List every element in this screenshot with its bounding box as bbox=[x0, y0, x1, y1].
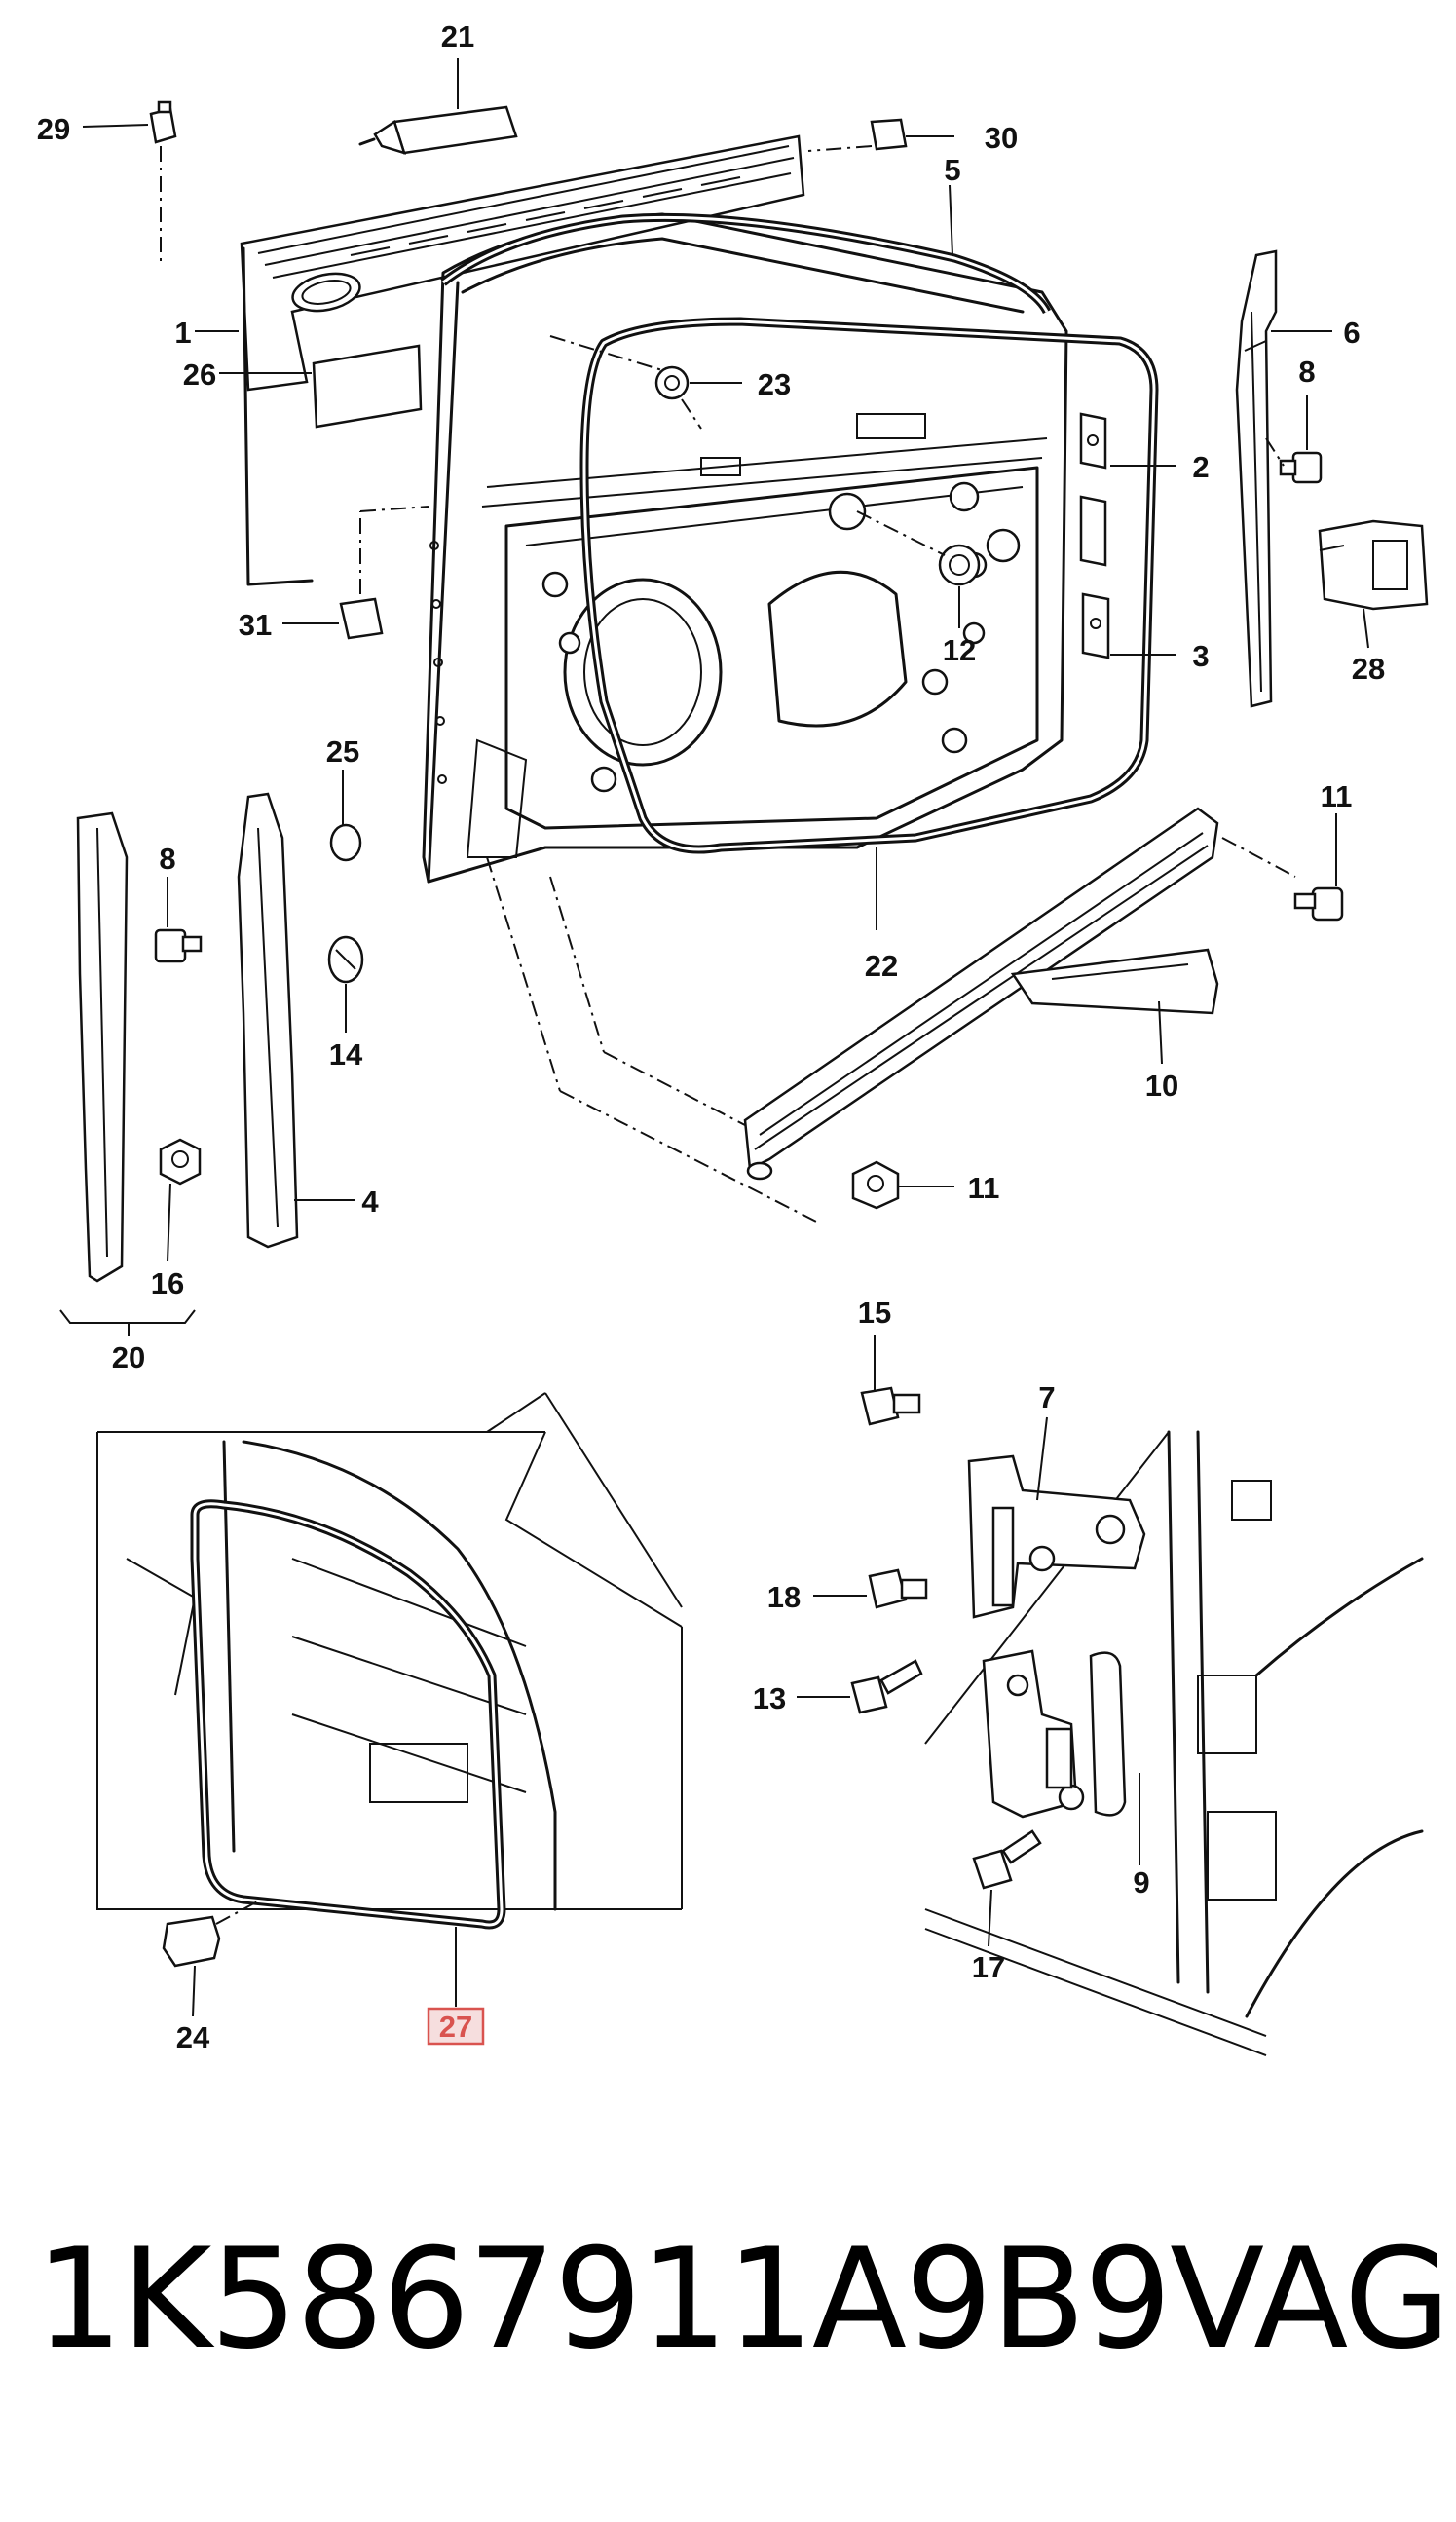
callout-28: 28 bbox=[1352, 652, 1385, 686]
callout-11: 11 bbox=[968, 1171, 1000, 1205]
part-number: 1K5867911A9B9 bbox=[35, 2218, 1172, 2380]
part-footer: 1K5867911A9B9 VAG bbox=[35, 2219, 1451, 2380]
part-11-nut bbox=[851, 1160, 900, 1210]
callout-15: 14 bbox=[329, 1037, 363, 1072]
part-7-upper-hinge bbox=[967, 1454, 1146, 1619]
body-pillar bbox=[924, 1430, 1424, 2056]
part-8-bolt bbox=[1279, 451, 1323, 484]
part-9-lower-hinge bbox=[982, 1649, 1127, 1819]
part-18-bolt bbox=[972, 1829, 1042, 1890]
part-27-opening-seal bbox=[190, 1499, 506, 1930]
part-25-plug bbox=[329, 823, 362, 862]
part-14-bolt bbox=[850, 1659, 923, 1714]
callout-18: 17 bbox=[972, 1950, 1005, 1984]
callout-23: 23 bbox=[758, 367, 791, 401]
part-29-clip bbox=[149, 100, 177, 144]
part-17-nut bbox=[159, 1138, 202, 1186]
callout-8-right: 8 bbox=[1298, 355, 1315, 389]
part-21-sealant-tube bbox=[358, 105, 518, 155]
part-10-window-regulator bbox=[743, 807, 1219, 1181]
callout-6: 6 bbox=[1343, 316, 1360, 350]
callout-12: 11 bbox=[1321, 779, 1353, 813]
callout-25: 25 bbox=[326, 734, 359, 769]
part-24-plug bbox=[162, 1915, 221, 1968]
callout-20: 20 bbox=[112, 1340, 145, 1374]
brand-name: VAG bbox=[1170, 2218, 1451, 2380]
callout-9: 9 bbox=[1133, 1865, 1149, 1900]
part-8-bolt-left bbox=[154, 928, 203, 963]
callout-21: 21 bbox=[441, 19, 474, 54]
part-15-grommet bbox=[327, 935, 364, 984]
callout-5: 5 bbox=[944, 153, 960, 187]
callout-7: 7 bbox=[1038, 1380, 1055, 1414]
callout-17: 16 bbox=[151, 1266, 184, 1300]
part-26-label bbox=[312, 344, 423, 429]
callout-1: 1 bbox=[174, 316, 191, 350]
callout-4: 4 bbox=[361, 1185, 379, 1219]
callout-19: 18 bbox=[767, 1580, 801, 1614]
part-20-strip bbox=[76, 811, 129, 1283]
part-16-bolt bbox=[860, 1386, 921, 1426]
callout-31: 31 bbox=[239, 608, 272, 642]
callout-13: 12 bbox=[943, 633, 976, 667]
callout-3: 3 bbox=[1192, 639, 1209, 673]
part-28-bracket bbox=[1318, 519, 1429, 611]
body-door-opening bbox=[96, 1392, 683, 1911]
part-1-door-trim-panel bbox=[240, 134, 805, 586]
part-3-plate bbox=[1081, 592, 1110, 659]
callout-24: 24 bbox=[176, 2020, 210, 2054]
part-31-clip bbox=[339, 597, 384, 640]
callout-27: 27 bbox=[439, 2010, 472, 2044]
callout-29: 29 bbox=[37, 112, 70, 146]
callout-14: 13 bbox=[753, 1681, 786, 1715]
part-2-plate bbox=[1079, 412, 1107, 470]
callout-26: 26 bbox=[183, 358, 216, 392]
part-4-strip bbox=[237, 792, 299, 1249]
part-13-plug bbox=[938, 544, 981, 586]
callout-22: 22 bbox=[865, 949, 898, 983]
callout-8-left: 8 bbox=[159, 842, 175, 876]
part-23-grommet bbox=[654, 365, 690, 400]
callout-27-highlight-box bbox=[427, 2007, 485, 2046]
part-19-bolt bbox=[868, 1568, 928, 1609]
part-12-bolt bbox=[1293, 886, 1344, 922]
part-6-guide-rail bbox=[1235, 249, 1278, 708]
callout-10: 10 bbox=[1145, 1069, 1178, 1103]
callout-16: 15 bbox=[858, 1296, 891, 1330]
door-lock-mount bbox=[1079, 495, 1107, 567]
callout-2: 2 bbox=[1192, 450, 1209, 484]
callout-30: 30 bbox=[985, 121, 1018, 155]
part-30-clip bbox=[870, 118, 908, 151]
